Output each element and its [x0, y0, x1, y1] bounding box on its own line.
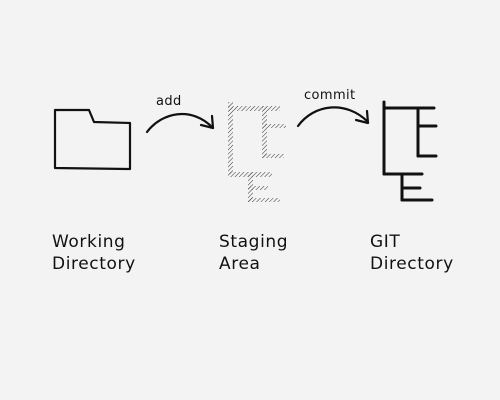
- staging-area-label-line2: Area: [219, 254, 261, 274]
- working-directory-label-line2: Directory: [52, 254, 136, 274]
- git-directory-label: GIT Directory: [370, 231, 454, 275]
- staging-area-label: Staging Area: [219, 231, 288, 275]
- staging-tree-icon: [228, 102, 286, 202]
- folder-icon: [53, 108, 132, 171]
- git-tree-icon: [382, 100, 438, 202]
- add-label: add: [156, 94, 182, 109]
- staging-area-label-line1: Staging: [219, 232, 289, 252]
- working-directory-label-line1: Working: [52, 232, 126, 252]
- add-arrow: [145, 113, 215, 134]
- commit-label: commit: [304, 88, 356, 103]
- git-directory-label-line2: Directory: [370, 254, 454, 274]
- git-directory-label-line1: GIT: [370, 232, 401, 252]
- working-directory-label: Working Directory: [52, 231, 136, 275]
- commit-arrow: [296, 106, 370, 128]
